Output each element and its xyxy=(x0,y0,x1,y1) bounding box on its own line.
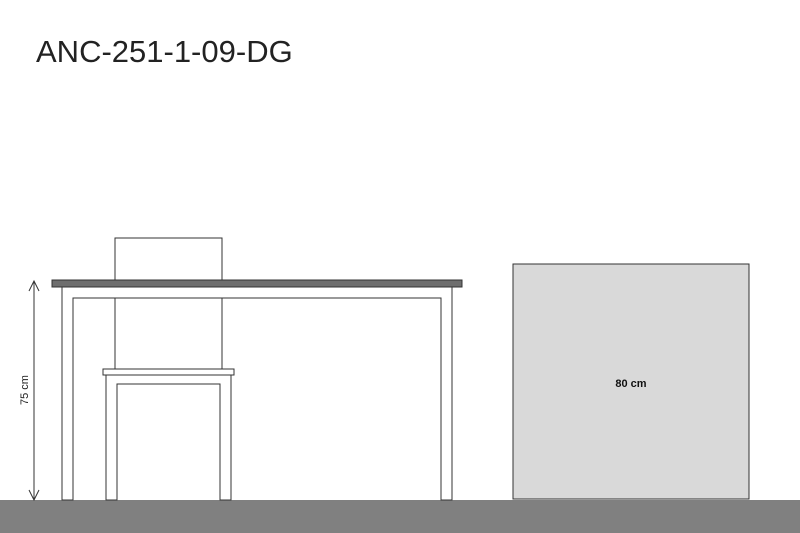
table-top-side-view xyxy=(51,279,463,288)
chair-seat xyxy=(102,368,235,376)
arrow-down-icon xyxy=(28,489,40,502)
arrow-up-icon xyxy=(28,279,40,292)
product-code-title: ANC-251-1-09-DG xyxy=(36,34,293,69)
chair-backrest xyxy=(114,237,223,281)
floor xyxy=(0,500,800,533)
table-top-plan-view xyxy=(512,263,750,500)
chair-legs-frame xyxy=(105,374,232,501)
height-dimension-label: 75 cm xyxy=(19,375,31,405)
height-dimension-line xyxy=(28,279,40,502)
top-width-dimension-label: 80 cm xyxy=(615,378,646,390)
table-frame xyxy=(61,286,453,501)
